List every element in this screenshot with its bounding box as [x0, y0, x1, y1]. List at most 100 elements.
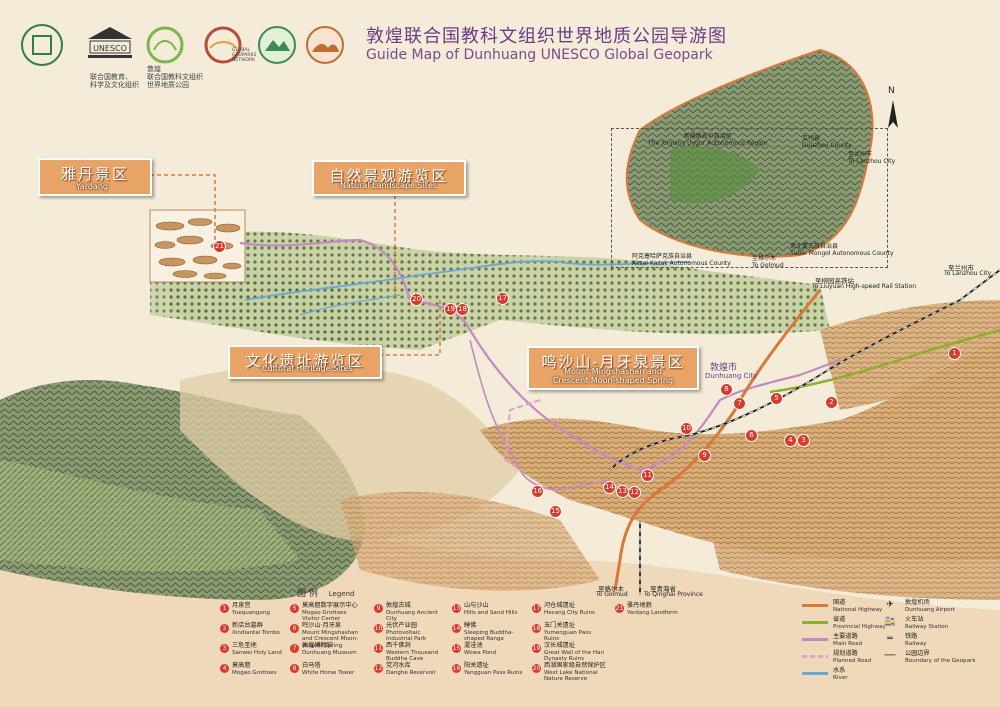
world-heritage-logo [14, 20, 69, 70]
poi-5[interactable]: 5 [770, 392, 783, 405]
legend-item-number: 14 [452, 624, 461, 633]
poi-14[interactable]: 14 [603, 481, 616, 494]
poi-10[interactable]: 10 [680, 422, 693, 435]
zone-mingsha[interactable]: 鸣沙山-月牙泉景区 [527, 346, 699, 390]
poi-18[interactable]: 18 [456, 303, 469, 316]
legend-item-en: Western Thousand Buddha Cave [386, 649, 439, 663]
legend-item-cn: 光伏产业园 [386, 622, 417, 629]
inset-label-subei: 肃北蒙古族自治县 Subei Mongol Autonomous County [790, 241, 894, 257]
zone-cultural[interactable]: 文化遗址游览区 [228, 345, 382, 379]
liuyuan-rail-cn: 至柳园高铁站 [815, 277, 854, 285]
legend-item-number: 4 [220, 664, 229, 673]
zone-natural[interactable]: 自然景观游览区 [312, 160, 466, 196]
dunhuang-city-en: Dunhuang City [705, 372, 758, 380]
inset-label-golmud-en: To Golmud [752, 262, 784, 269]
poi-15[interactable]: 15 [549, 505, 562, 518]
legend-item-number: 11 [374, 644, 383, 653]
legend-item-en: Yumenguan Pass Ruins [544, 629, 591, 643]
legend-item-cn: 莫高窟数字展示中心 [302, 602, 358, 609]
qinghai-cn: 至青海省 [650, 585, 676, 593]
legend-item-en: Mogao Grottoes [232, 669, 277, 676]
inset-label-lanzhou-en: To Lanzhou City [848, 158, 896, 165]
poi-2[interactable]: 2 [825, 396, 838, 409]
legend-item-en: West Lake National Nature Reserve [544, 669, 598, 683]
legend-symbol-en: Railway Station [905, 623, 949, 630]
lanzhou-en: To Lanzhou City [944, 270, 992, 277]
zone-yardang[interactable]: 雅丹景区 [38, 158, 152, 196]
poi-4[interactable]: 4 [784, 434, 797, 447]
legend-line-swatch [802, 672, 828, 675]
legend-item-number: 16 [452, 664, 461, 673]
poi-1[interactable]: 1 [948, 347, 961, 360]
legend-line-cn: 国道 [833, 599, 846, 606]
legend-item-cn: 白马塔 [302, 662, 321, 669]
legend-item-number: 12 [374, 664, 383, 673]
legend-symbol-en: Railway [905, 640, 927, 647]
poi-17[interactable]: 17 [496, 292, 509, 305]
golmud-en: To Golmud [596, 591, 628, 598]
legend-item-en: Yardang Landform [627, 609, 678, 616]
inset-label-guazhou-en: Guazhou County [802, 142, 852, 149]
legend-item-cn: 西千佛洞 [386, 642, 411, 649]
poi-6[interactable]: 6 [745, 429, 758, 442]
inset-label-golmud: 至格尔木 To Golmud [752, 253, 784, 269]
poi-7[interactable]: 7 [733, 397, 746, 410]
poi-9[interactable]: 9 [698, 449, 711, 462]
zone-yardang-en: Yardang [76, 182, 108, 191]
legend-line-en: Provincial Highway [833, 623, 886, 630]
global-geopark-caption: 敦煌 联合国教科文组织 世界地质公园 [147, 65, 203, 89]
legend-item-en: White Horse Tower [302, 669, 355, 676]
legend-item-cn: 山与沙山 [464, 602, 489, 609]
poi-16[interactable]: 16 [531, 485, 544, 498]
poi-8[interactable]: 8 [720, 383, 733, 396]
legend-item-en: Yuequangong [232, 609, 270, 616]
legend-item-cn: 新店台墓群 [232, 622, 263, 629]
legend-item-number: 10 [374, 624, 383, 633]
legend-item-en: Mogao Grottoes Visitor Center [302, 609, 347, 623]
poi-19[interactable]: 19 [444, 303, 457, 316]
legend-item-cn: 月泉宫 [232, 602, 251, 609]
poi-13[interactable]: 13 [616, 485, 629, 498]
golmud-cn: 至格尔木 [598, 585, 624, 593]
poi-12[interactable]: 12 [628, 486, 641, 499]
dunhuang-geopark-logo-icon [306, 26, 344, 64]
poi-11[interactable]: 11 [641, 469, 654, 482]
legend-symbol-cn: 敦煌机场 [905, 599, 930, 606]
poi-21[interactable]: 21 [213, 240, 226, 253]
poi-20[interactable]: 20 [410, 293, 423, 306]
lanzhou-cn: 至兰州市 [948, 264, 974, 272]
legend-line-en: National Highway [833, 606, 883, 613]
poi-3[interactable]: 3 [797, 434, 810, 447]
inset-label-lanzhou-cn: 至兰州市 [848, 151, 873, 158]
legend-item-number: 19 [532, 644, 541, 653]
legend-title-en: Legend [328, 590, 355, 598]
